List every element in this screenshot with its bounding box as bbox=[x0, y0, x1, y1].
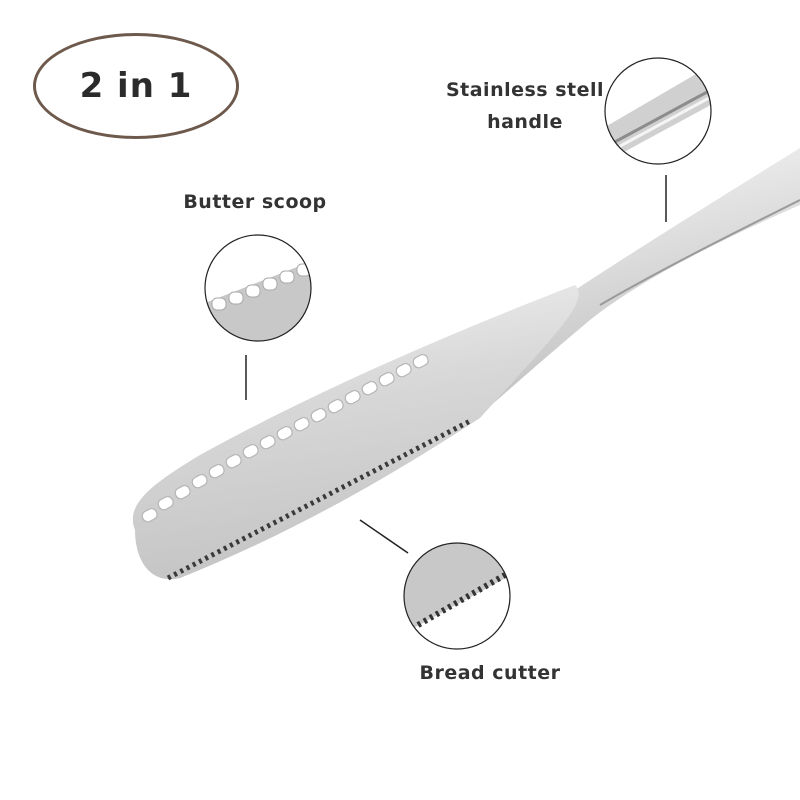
handle-callout bbox=[604, 57, 712, 222]
bread-leader-line bbox=[359, 519, 409, 554]
handle-label-line1: Stainless stell bbox=[445, 79, 605, 101]
badge-text: 2 in 1 bbox=[79, 66, 193, 106]
handle-label: Stainless stell handle bbox=[440, 74, 610, 138]
scoop-holes bbox=[141, 353, 429, 523]
handle-label-line2: handle bbox=[487, 111, 563, 133]
butter-scoop-label: Butter scoop bbox=[183, 191, 327, 213]
knife-blade bbox=[132, 285, 579, 580]
bread-cutter-callout bbox=[359, 519, 511, 650]
bread-cutter-label: Bread cutter bbox=[419, 662, 561, 684]
two-in-one-badge: 2 in 1 bbox=[33, 33, 239, 139]
serrated-edge bbox=[166, 417, 474, 581]
butter-knife bbox=[132, 148, 800, 581]
butter-scoop-callout bbox=[204, 234, 312, 400]
